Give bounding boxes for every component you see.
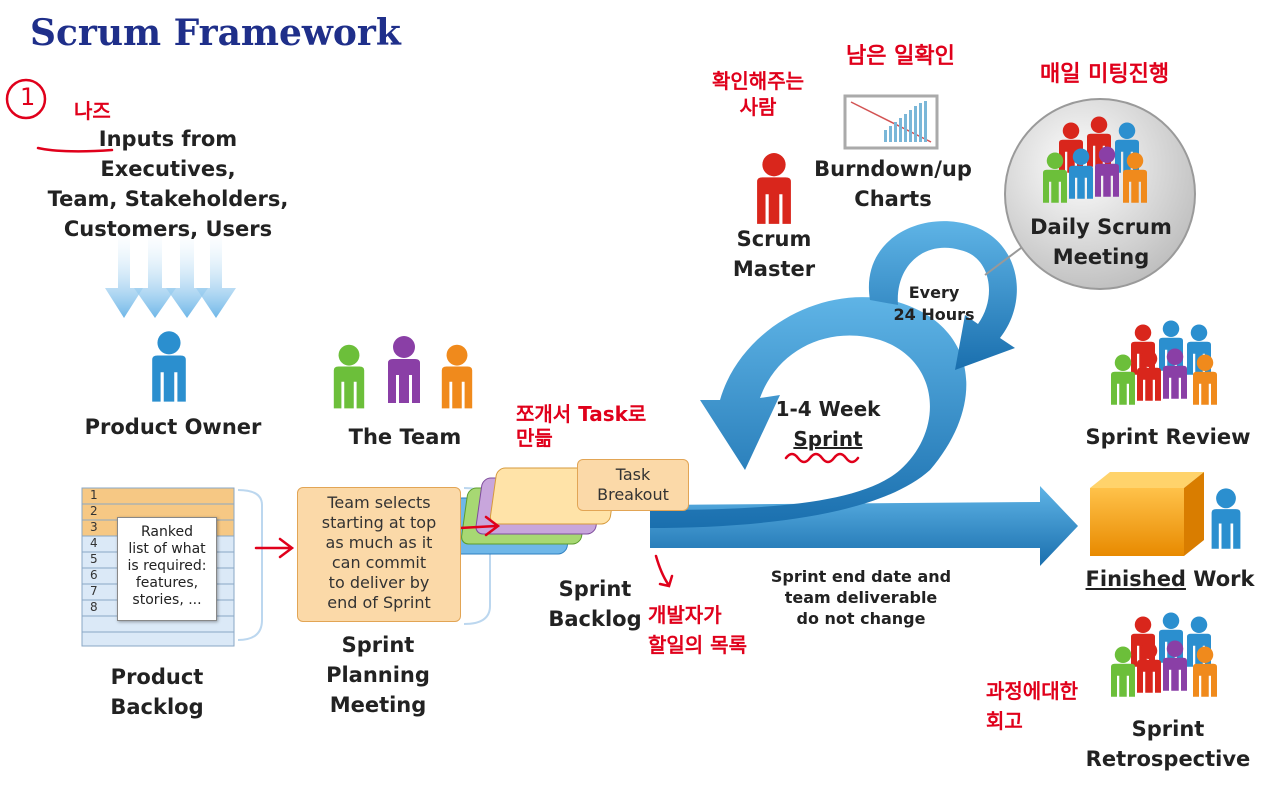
scrum-master-note-line: 확인해주는 [712,69,804,93]
team-selects-line: can commit [331,553,427,572]
scrum-master-label-line: Scrum [736,227,812,251]
sprint-backlog-label: Sprint Backlog [540,574,650,634]
backlog-handwritten-note: 개발자가 할일의 목록 [648,600,747,660]
retro-note-line: 회고 [986,709,1023,733]
retrospective-people-icon [1111,612,1217,697]
retro-handwritten-note: 과정에대한 회고 [986,676,1078,736]
sprint-retrospective-label: Sprint Retrospective [1078,714,1258,774]
backlog-row-number: 7 [90,584,98,598]
ranked-list-box: Ranked list of what is required: feature… [117,517,217,621]
burndown-handwritten-note: 남은 일확인 [846,44,955,69]
sprint-duration-label: 1-4 Week Sprint [760,394,896,454]
task-breakout-line: Task [615,465,651,484]
backlog-note-line: 개발자가 [648,603,722,627]
sprint-planning-label: Sprint Planning Meeting [306,630,450,720]
page-title: Scrum Framework [30,12,401,54]
task-note-line: 만듦 [516,426,553,450]
backlog-row-numbers: 1 2 3 4 5 6 7 8 [90,487,98,615]
ranked-list-line: features, [135,575,199,591]
backlog-row-number: 3 [90,520,98,534]
finished-work-cube-icon [1090,472,1204,556]
backlog-row-number: 6 [90,568,98,582]
backlog-row-number: 2 [90,504,98,518]
sprint-planning-label-line: Meeting [329,693,427,717]
team-icon [333,336,473,409]
every-24-label-line: 24 Hours [893,305,975,324]
daily-loop-arrow [868,221,1017,370]
ranked-list-line: is required: [127,558,207,574]
sprint-retrospective-label-line: Retrospective [1085,747,1251,771]
inputs-underlined-word: Inputs [98,127,175,151]
inputs-line2: Team, Stakeholders, [47,187,289,211]
product-owner-label: Product Owner [84,415,262,439]
sprint-end-note-line: team deliverable [784,588,938,607]
daily-scrum-label: Daily Scrum Meeting [1024,212,1178,272]
circled-number-note: 1 [20,83,36,111]
inputs-label: Inputs from Executives, Team, Stakeholde… [36,124,300,244]
burndown-label: Burndown/up Charts [808,154,978,214]
backlog-row-number: 1 [90,488,98,502]
team-selects-line: Team selects [327,493,431,512]
ranked-list-line: stories, ... [132,592,202,608]
product-backlog-label-line: Backlog [110,695,204,719]
ranked-list-line: Ranked [141,524,193,540]
daily-handwritten-note: 매일 미팅진행 [1040,62,1170,87]
daily-scrum-label-line: Meeting [1052,245,1150,269]
backlog-row-number: 8 [90,600,98,614]
sprint-backlog-label-line: Backlog [548,607,642,631]
every-24-label-line: Every [908,283,960,302]
inputs-line3: Customers, Users [63,217,273,241]
scrum-master-label-line: Master [732,257,816,281]
task-handwritten-note: 쪼개서 Task로 만듦 [516,402,646,450]
sprint-duration-line: 1-4 Week [775,397,881,421]
sprint-end-note-line: do not change [796,609,926,628]
product-backlog-label-line: Product [110,665,204,689]
product-backlog-label: Product Backlog [84,662,230,722]
team-selects-line: end of Sprint [327,593,431,612]
sprint-loop-arrow [650,297,1078,566]
burndown-label-line: Charts [854,187,932,211]
team-selects-line: as much as it [325,533,433,552]
task-note-line: 쪼개서 Task로 [516,402,647,426]
sprint-planning-label-line: Planning [326,663,430,687]
sprint-backlog-label-line: Sprint [558,577,632,601]
retro-note-line: 과정에대한 [986,679,1078,703]
backlog-row-number: 5 [90,552,98,566]
team-label: The Team [348,425,462,449]
burndown-chart-icon [843,94,939,150]
finished-work-label: Finished Work [1080,564,1260,594]
task-breakout-box: Task Breakout [577,459,689,511]
inputs-down-arrows [105,222,236,318]
inputs-line1-rest: from Executives, [100,127,238,181]
sprint-duration-line: Sprint [793,427,863,451]
finished-work-rest: Work [1185,567,1255,591]
every-24-hours-label: Every 24 Hours [884,282,984,326]
team-selects-line: starting at top [321,513,437,532]
product-owner-icon [152,331,186,402]
sprint-end-note: Sprint end date and team deliverable do … [754,566,968,629]
scrum-master-note-line: 사람 [739,95,777,119]
ranked-list-line: list of what [128,541,206,557]
scrum-master-label: Scrum Master [714,224,834,284]
scrum-master-handwritten-note: 확인해주는 사람 [712,68,804,120]
inputs-handwritten-note: 나즈 [74,99,111,123]
sprint-review-people-icon [1111,320,1217,405]
team-selects-line: to deliver by [328,573,430,592]
scrum-master-icon [757,153,791,224]
backlog-note-line: 할일의 목록 [648,633,747,657]
handwritten-marks [5,78,860,588]
sprint-end-note-line: Sprint end date and [770,567,952,586]
sprint-review-label: Sprint Review [1085,425,1251,449]
task-breakout-line: Breakout [597,485,669,504]
sprint-retrospective-label-line: Sprint [1131,717,1205,741]
team-selects-box: Team selects starting at top as much as … [297,487,461,622]
finished-work-underlined: Finished [1085,567,1186,591]
burndown-label-line: Burndown/up [814,157,972,181]
sprint-planning-label-line: Sprint [341,633,415,657]
daily-scrum-label-line: Daily Scrum [1030,215,1172,239]
backlog-row-number: 4 [90,536,98,550]
finished-work-person-icon [1211,488,1241,549]
